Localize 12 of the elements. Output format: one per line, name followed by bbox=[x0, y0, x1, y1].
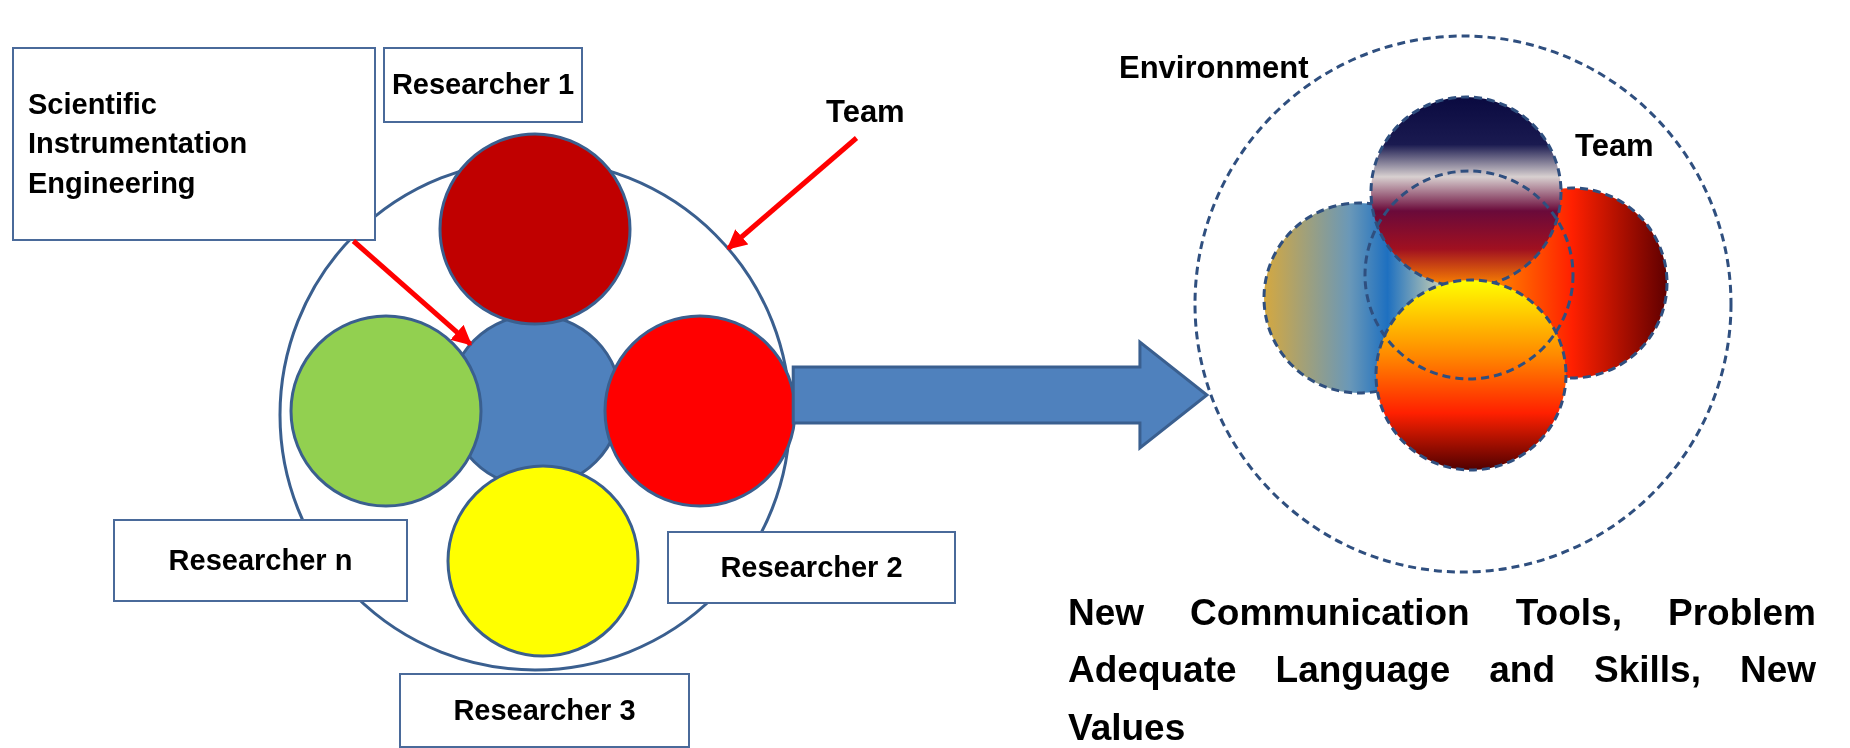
label-box: Scientific Instrumentation Engineering bbox=[12, 47, 376, 241]
arrow bbox=[726, 136, 859, 251]
heading-text: Environment bbox=[1119, 50, 1309, 86]
team-label: Team bbox=[1575, 128, 1655, 164]
caption-text: New Communication Tools, Problem Adequate Language and Skills, New Values bbox=[1068, 591, 1816, 748]
label-box: Researcher 3 bbox=[399, 673, 690, 748]
arrow bbox=[351, 239, 473, 347]
label-box: Researcher 1 bbox=[383, 47, 583, 123]
label-box: Researcher 2 bbox=[667, 531, 956, 604]
label-box: Researcher n bbox=[113, 519, 408, 602]
block-arrow bbox=[791, 338, 1210, 452]
team-label: Team bbox=[826, 94, 938, 138]
